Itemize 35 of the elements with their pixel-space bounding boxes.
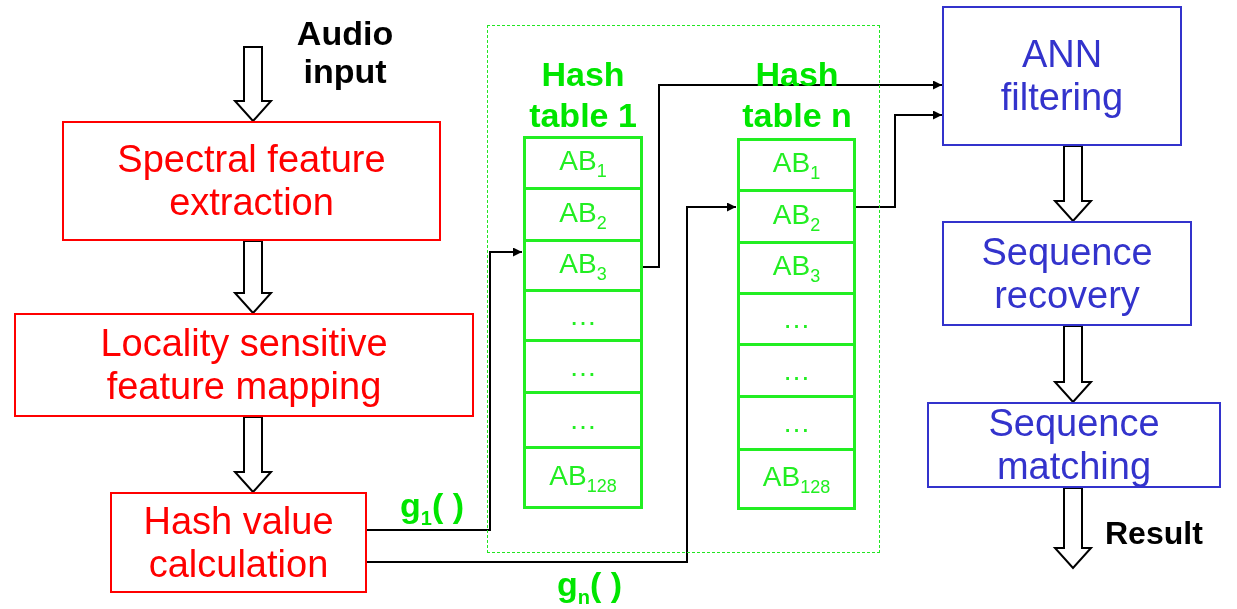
table-cell: … (737, 292, 856, 346)
table-cell: … (523, 339, 643, 394)
table-heading: Hash table n (741, 53, 853, 136)
table-cell: AB$_{3}$ (737, 241, 856, 295)
process-box: Spectral feature extraction (62, 121, 441, 241)
arrow (854, 110, 943, 208)
block-arrow (232, 416, 274, 494)
block-arrow (1052, 325, 1094, 404)
table-cell: AB$_{3}$ (523, 239, 643, 292)
dashed-group-box (487, 25, 880, 553)
table-cell: AB$_{128}$ (523, 446, 643, 509)
table-cell: AB$_{1}$ (523, 136, 643, 190)
input-label: Audio input (275, 12, 415, 92)
table-cell: AB$_{1}$ (737, 138, 856, 192)
block-arrow (232, 46, 274, 123)
output-label: Result (1105, 515, 1203, 552)
process-box: Locality sensitive feature mapping (14, 313, 474, 417)
arrow (366, 247, 523, 531)
block-arrow (1052, 487, 1094, 570)
process-box: ANN filtering (942, 6, 1182, 146)
process-box: Sequence matching (927, 402, 1221, 488)
table-cell: AB$_{2}$ (523, 187, 643, 242)
table-cell: AB$_{2}$ (737, 189, 856, 244)
arrow (366, 202, 737, 563)
process-box: Sequence recovery (942, 221, 1192, 326)
table-cell: … (523, 289, 643, 342)
block-arrow (1052, 145, 1094, 223)
block-arrow (232, 240, 274, 315)
arrow (641, 80, 943, 268)
table-cell: AB$_{128}$ (737, 448, 856, 510)
table-heading: Hash table 1 (528, 53, 638, 136)
table-cell: … (737, 395, 856, 451)
table-cell: … (737, 343, 856, 398)
process-box: Hash value calculation (110, 492, 367, 593)
table-cell: … (523, 391, 643, 449)
